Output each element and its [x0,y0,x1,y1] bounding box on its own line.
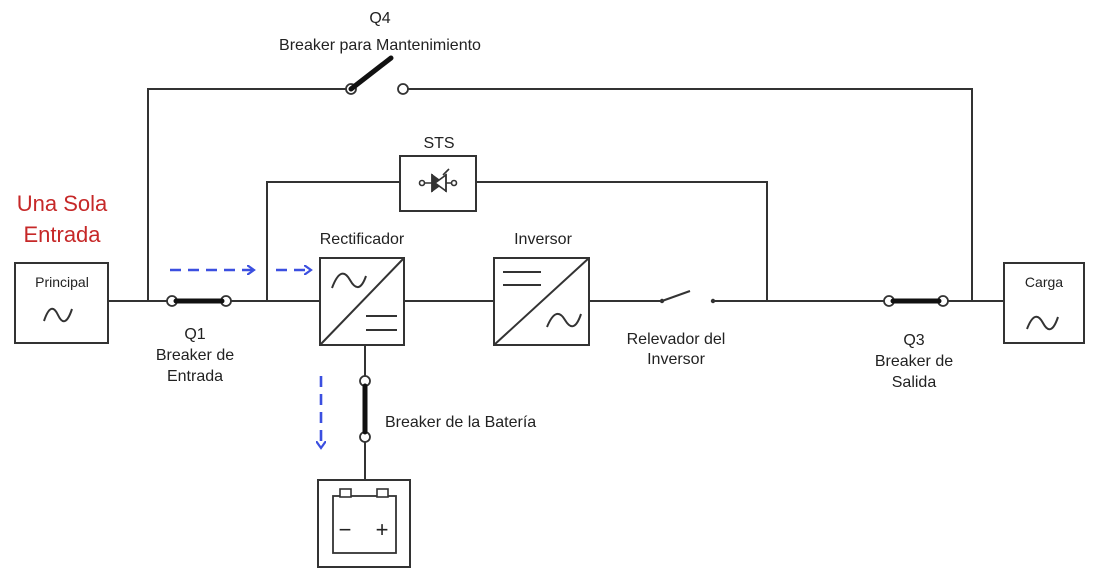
q1-line-1: Breaker de [156,347,234,364]
sts-label: STS [423,135,454,152]
inverter-block [493,257,590,346]
title-line-2: Entrada [23,222,101,247]
q1-breaker[interactable] [166,295,232,307]
sine-wave-icon [546,312,582,328]
load-label: Carga [1025,274,1063,290]
load-block [1003,262,1085,344]
q1-id: Q1 [184,326,205,343]
flow-arrows [170,270,321,447]
q4-id: Q4 [369,10,390,27]
title-line-1: Una Sola [17,191,108,216]
principal-source [14,262,109,344]
sts-block [399,155,477,212]
sine-wave-icon [1026,315,1059,331]
relay-line-1: Relevador del [627,331,726,348]
wire-bypass-right [408,88,973,301]
inverter-label: Inversor [514,231,572,248]
q3-id: Q3 [903,332,924,349]
thyristor-icon [418,168,458,193]
q4-switch[interactable] [345,55,409,95]
rectifier-block [319,257,405,346]
battery-minus-sign: − [339,517,352,542]
wiring [108,88,1004,480]
battery-breaker-label: Breaker de la Batería [385,414,536,431]
relay-line-2: Inversor [647,351,705,368]
sine-wave-icon [43,307,73,323]
wire-bypass-left [147,88,346,301]
rectifier-label: Rectificador [320,231,405,248]
q3-line-1: Breaker de [875,353,953,370]
wire-sts-right [476,181,768,301]
battery-icon [332,488,397,554]
wire-sts-left [266,181,400,301]
inverter-relay-switch[interactable] [659,290,716,304]
battery-block: − + [317,479,411,568]
sine-wave-icon [331,272,367,289]
q1-line-2: Entrada [167,368,223,385]
q3-line-2: Salida [892,374,937,391]
battery-breaker[interactable] [359,375,371,443]
q3-breaker[interactable] [883,295,949,307]
q4-name: Breaker para Mantenimiento [279,37,481,54]
principal-label: Principal [35,274,89,290]
battery-plus-sign: + [376,517,389,542]
